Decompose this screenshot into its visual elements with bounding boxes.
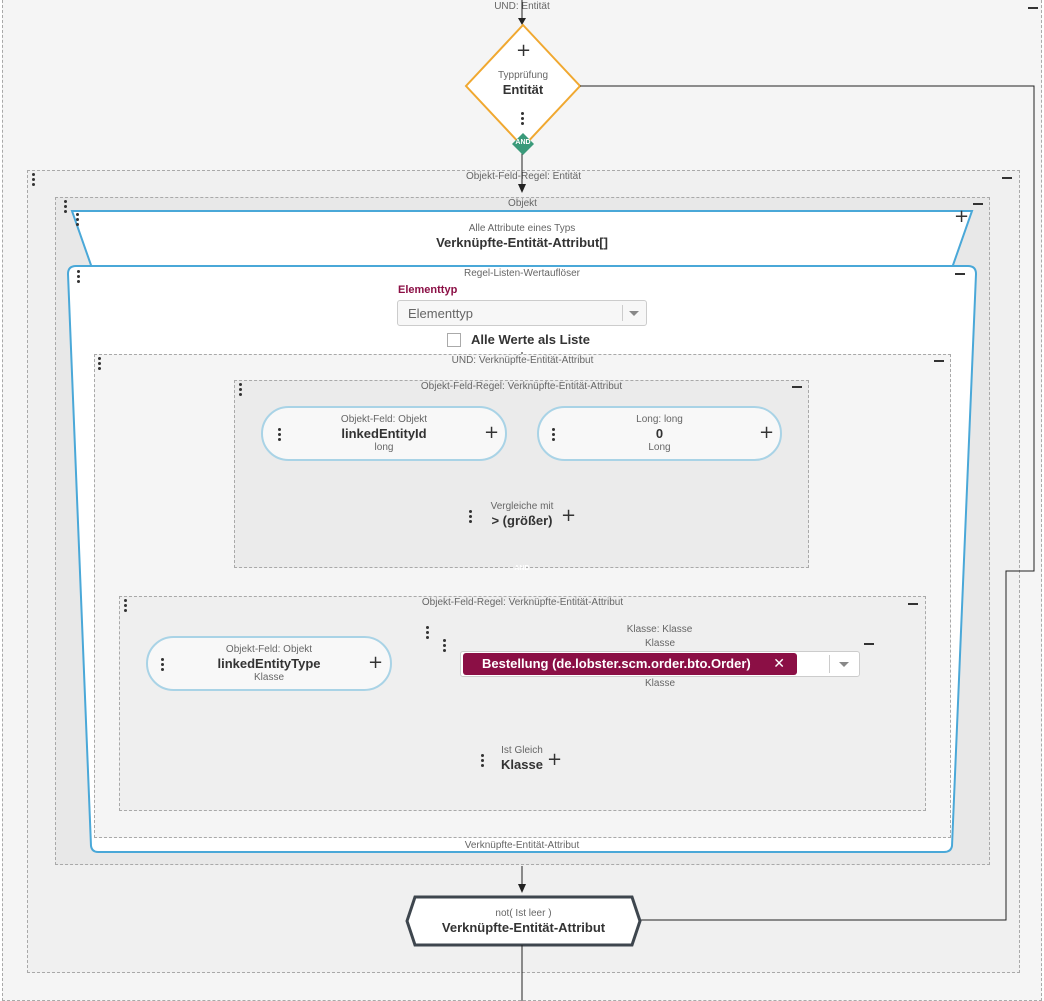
equals-title: Ist Gleich	[501, 745, 543, 756]
element-type-value: Elementtyp	[408, 306, 474, 321]
klasse-select-divider	[829, 655, 830, 673]
ofr-attr2-collapse-icon[interactable]	[908, 603, 918, 605]
klasse-input-type: Klasse	[644, 678, 675, 689]
klasse-chevron-down-icon[interactable]	[839, 662, 849, 667]
klasse-input-title: Klasse	[644, 638, 675, 649]
long-const-type: Long	[648, 442, 671, 453]
objekt-drag-icon[interactable]	[64, 200, 68, 215]
field2-type: Klasse	[253, 672, 284, 683]
field1-node[interactable]: Objekt-Feld: Objekt linkedEntityId long	[261, 406, 507, 461]
resolver-drag-icon[interactable]	[77, 270, 81, 285]
all-attrs-drag-icon[interactable]	[76, 213, 80, 228]
type-check-add-icon[interactable]: +	[516, 40, 532, 61]
close-icon[interactable]: ✕	[773, 656, 785, 672]
ofr-attr2-drag-icon[interactable]	[124, 599, 128, 614]
all-attrs-value: Verknüpfte-Entität-Attribut[]	[436, 235, 608, 250]
field1-type: long	[374, 442, 394, 453]
long-const-add-icon[interactable]: +	[759, 422, 775, 443]
field2-node[interactable]: Objekt-Feld: Objekt linkedEntityType Kla…	[146, 636, 392, 691]
field1-drag-icon[interactable]	[278, 428, 282, 443]
ofr-attr1-drag-icon[interactable]	[239, 383, 243, 398]
objekt-collapse-icon[interactable]	[973, 203, 983, 205]
not-empty-label: not( Ist leer ) Verknüpfte-Entität-Attri…	[415, 908, 632, 936]
all-attrs-title: Alle Attribute eines Typs	[468, 223, 576, 234]
resolver-collapse-icon[interactable]	[955, 273, 965, 275]
and-label-top: AND	[515, 139, 531, 146]
equals-add-icon[interactable]: +	[547, 749, 563, 770]
und-attr-label: UND: Verknüpfte-Entität-Attribut	[451, 355, 594, 366]
compare-value: > (größer)	[491, 513, 553, 528]
equals-drag-icon[interactable]	[481, 754, 485, 769]
resolver-label: Regel-Listen-Wertauflöser	[464, 268, 580, 279]
all-attrs-add-icon[interactable]: +	[954, 206, 970, 227]
type-check-title: Typprüfung	[497, 70, 549, 81]
field1-value: linkedEntityId	[341, 426, 427, 441]
klasse-zone-drag-icon[interactable]	[426, 626, 430, 641]
chevron-down-icon[interactable]	[629, 311, 639, 316]
klasse-chip[interactable]: Bestellung (de.lobster.scm.order.bto.Ord…	[463, 653, 797, 675]
ofr-entity-collapse-icon[interactable]	[1002, 177, 1012, 179]
all-values-checkbox[interactable]	[447, 333, 461, 347]
long-const-value: 0	[655, 426, 664, 441]
element-type-select[interactable]: Elementtyp	[397, 300, 647, 326]
compare-add-icon[interactable]: +	[561, 505, 577, 526]
not-empty-value: Verknüpfte-Entität-Attribut	[441, 920, 606, 935]
and-label-mid: AND	[514, 565, 530, 572]
ofr-entity-drag-icon[interactable]	[32, 173, 36, 188]
long-const-title: Long: long	[636, 414, 683, 425]
field2-drag-icon[interactable]	[161, 658, 165, 673]
not-empty-title: not( Ist leer )	[495, 908, 552, 919]
select-divider	[622, 305, 623, 321]
objekt-zone-label: Objekt	[508, 198, 537, 209]
type-check-value: Entität	[502, 82, 544, 97]
field2-value: linkedEntityType	[217, 656, 321, 671]
field1-add-icon[interactable]: +	[484, 422, 500, 443]
ofr-attr2-zone	[119, 596, 926, 811]
equals-value: Klasse	[501, 757, 543, 772]
klasse-chip-label: Bestellung (de.lobster.scm.order.bto.Ord…	[482, 656, 751, 671]
all-values-label: Alle Werte als Liste	[471, 332, 590, 347]
und-attr-collapse-icon[interactable]	[934, 360, 944, 362]
and-connector-top	[512, 133, 534, 155]
long-const-node[interactable]: Long: long 0 Long	[537, 406, 782, 461]
klasse-zone-label: Klasse: Klasse	[626, 624, 693, 635]
not-empty-shape[interactable]	[405, 895, 642, 947]
compare-drag-icon[interactable]	[469, 510, 473, 525]
compare-title: Vergleiche mit	[490, 501, 554, 512]
long-const-drag-icon[interactable]	[552, 428, 556, 443]
klasse-input-collapse-icon[interactable]	[864, 643, 874, 645]
klasse-input-drag-icon[interactable]	[443, 639, 447, 654]
root-collapse-icon[interactable]	[1028, 7, 1038, 9]
ofr-attr1-label: Objekt-Feld-Regel: Verknüpfte-Entität-At…	[420, 381, 623, 392]
equals-label: Ist Gleich Klasse	[482, 745, 562, 773]
compare-label: Vergleiche mit > (größer)	[478, 501, 566, 529]
all-attrs-label: Alle Attribute eines Typs Verknüpfte-Ent…	[322, 223, 722, 251]
element-type-label: Elementtyp	[398, 284, 458, 296]
und-attr-drag-icon[interactable]	[98, 357, 102, 372]
type-check-label: Typprüfung Entität	[473, 70, 573, 98]
field2-add-icon[interactable]: +	[368, 652, 384, 673]
field2-title: Objekt-Feld: Objekt	[225, 644, 313, 655]
resolver-footer: Verknüpfte-Entität-Attribut	[464, 840, 580, 851]
ofr-attr1-collapse-icon[interactable]	[792, 386, 802, 388]
ofr-attr2-label: Objekt-Feld-Regel: Verknüpfte-Entität-At…	[421, 597, 624, 608]
type-check-drag-icon[interactable]	[521, 112, 525, 127]
ofr-entity-label: Objekt-Feld-Regel: Entität	[465, 171, 582, 182]
field1-title: Objekt-Feld: Objekt	[340, 414, 428, 425]
